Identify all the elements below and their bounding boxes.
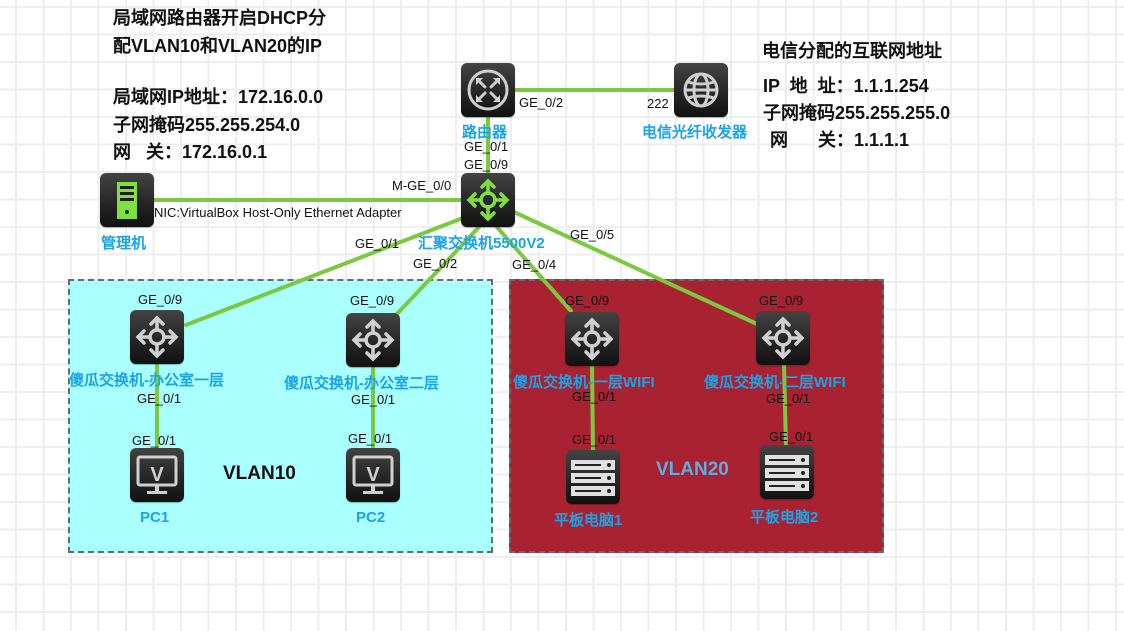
switch-icon (351, 318, 395, 362)
port-label: GE_0/2 (519, 95, 564, 110)
isp-transceiver-label: 电信光纤收发器 (642, 124, 748, 141)
pc2-device[interactable]: V (346, 448, 400, 502)
server-rack-icon (571, 460, 615, 496)
note-right-line1: 电信分配的互联网地址 (762, 41, 942, 61)
router-device[interactable] (461, 63, 515, 117)
sw-wifi2-label: 傻瓜交换机-二层WIFI (704, 374, 846, 391)
port-label: GE_0/1 (572, 432, 617, 447)
note-left-line4: 子网掩码255.255.254.0 (113, 115, 301, 135)
tablet2-label: 平板电脑2 (750, 509, 819, 526)
port-label: GE_0/4 (512, 257, 557, 272)
sw-wifi1-device[interactable] (565, 312, 619, 366)
port-label: 222 (647, 96, 669, 111)
link-core-sw1[interactable] (184, 214, 470, 327)
port-label: NIC:VirtualBox Host-Only Ethernet Adapte… (154, 205, 402, 220)
switch-icon (761, 316, 805, 360)
link-core-sw4[interactable] (512, 210, 759, 326)
port-label: GE_0/1 (348, 431, 393, 446)
link-core-sw3[interactable] (494, 224, 573, 313)
tablet1-label: 平板电脑1 (554, 512, 623, 529)
sw-office1-device[interactable] (130, 310, 184, 364)
port-label: GE_0/2 (413, 256, 458, 271)
sw-office2-label: 傻瓜交换机-办公室二层 (284, 375, 439, 392)
port-label: GE_0/9 (565, 293, 610, 308)
port-label: GE_0/1 (572, 389, 617, 404)
mgmt-host-label: 管理机 (101, 235, 147, 252)
link-sw4-tablet2[interactable] (782, 363, 788, 449)
port-label: GE_0/1 (137, 391, 182, 406)
sw-wifi1-label: 傻瓜交换机-一层WIFI (513, 374, 655, 391)
sw-office2-device[interactable] (346, 313, 400, 367)
port-label: GE_0/1 (132, 433, 177, 448)
port-label: GE_0/9 (464, 157, 509, 172)
port-label: GE_0/9 (759, 293, 804, 308)
tablet1-device[interactable] (566, 450, 620, 504)
link-core-sw2[interactable] (394, 224, 482, 317)
server-rack-icon (765, 455, 809, 491)
tablet2-device[interactable] (760, 445, 814, 499)
core-switch-device[interactable] (461, 173, 515, 227)
svg-text:V: V (150, 464, 164, 486)
port-label: GE_0/1 (766, 391, 811, 406)
port-label: GE_0/9 (138, 292, 183, 307)
note-right-line3: 子网掩码255.255.255.0 (763, 103, 951, 123)
switch-icon (466, 178, 510, 222)
mgmt-host-device[interactable] (100, 173, 154, 227)
monitor-icon: V (352, 455, 394, 494)
pc1-device[interactable]: V (130, 448, 184, 502)
note-left-line2: 配VLAN10和VLAN20的IP (113, 36, 323, 56)
port-label: M-GE_0/0 (392, 178, 452, 193)
note-left-line5: 网 关：172.16.0.1 (113, 142, 268, 162)
core-switch-label: 汇聚交换机5500V2 (418, 235, 545, 252)
vlan20-label: VLAN20 (656, 459, 729, 480)
pc2-label: PC2 (356, 509, 386, 526)
note-right-line4: 网 关：1.1.1.1 (770, 130, 910, 150)
switch-icon (135, 315, 179, 359)
sw-office1-label: 傻瓜交换机-办公室一层 (69, 372, 224, 389)
port-label: GE_0/1 (464, 139, 509, 154)
pc1-label: PC1 (140, 509, 170, 526)
globe-icon (683, 72, 719, 108)
svg-text:V: V (366, 464, 380, 486)
router-icon (467, 69, 509, 111)
switch-icon (570, 317, 614, 361)
port-label: GE_0/1 (351, 392, 396, 407)
port-label: GE_0/1 (355, 236, 400, 251)
vlan10-label: VLAN10 (223, 463, 296, 484)
router-label: 路由器 (462, 124, 508, 141)
server-tower-icon (117, 182, 137, 219)
isp-transceiver-device[interactable] (674, 63, 728, 117)
port-label: GE_0/1 (769, 429, 814, 444)
note-left-line1: 局域网路由器开启DHCP分 (113, 8, 327, 28)
port-label: GE_0/9 (350, 293, 395, 308)
sw-wifi2-device[interactable] (756, 311, 810, 365)
monitor-icon: V (136, 455, 178, 494)
note-left-line3: 局域网IP地址：172.16.0.0 (113, 87, 324, 107)
link-sw3-tablet1[interactable] (590, 364, 595, 454)
note-right-line2: IP 地 址：1.1.1.254 (763, 76, 929, 96)
port-label: GE_0/5 (570, 227, 615, 242)
